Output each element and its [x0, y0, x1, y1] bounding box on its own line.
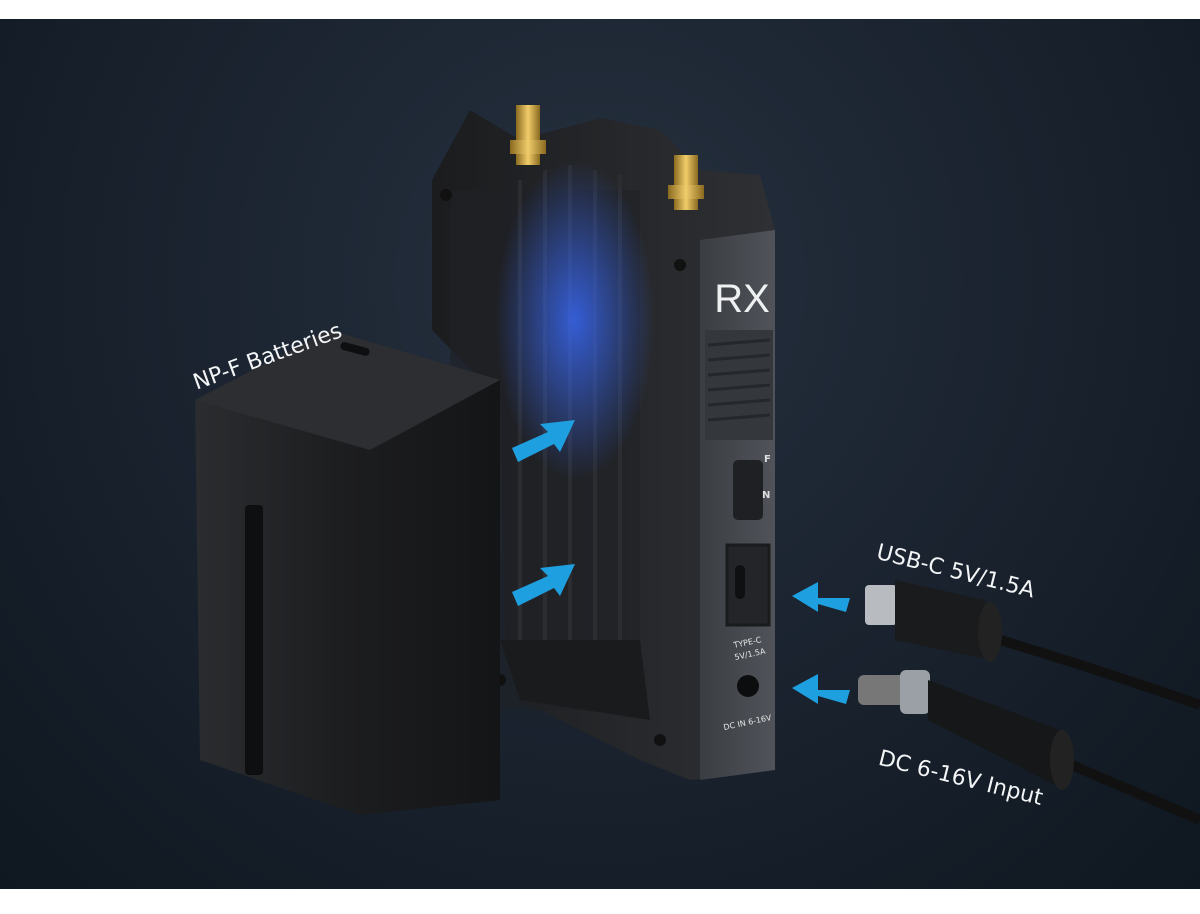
product-image: RX F N TYPE-C 5V/1.5A DC IN 6-16V: [0, 19, 1200, 889]
product-illustration: RX F N TYPE-C 5V/1.5A DC IN 6-16V: [195, 105, 1200, 825]
antenna-connector: [510, 105, 704, 210]
switch-on-label: N: [762, 490, 770, 501]
power-switch: [733, 460, 763, 520]
dc-port: [737, 675, 759, 697]
arrow-icon: [512, 564, 575, 606]
dc-cable: [858, 670, 1200, 825]
blue-glow: [495, 160, 655, 480]
arrow-icon: [512, 420, 575, 462]
switch-off-label: F: [764, 454, 771, 465]
device-name: RX: [714, 277, 770, 321]
usb-c-cable: [865, 580, 1200, 710]
arrow-icon: [792, 674, 850, 704]
arrow-icon: [792, 582, 850, 612]
usb-c-port: [735, 565, 745, 599]
rx-receiver: [432, 110, 775, 780]
np-f-battery: [195, 330, 500, 815]
